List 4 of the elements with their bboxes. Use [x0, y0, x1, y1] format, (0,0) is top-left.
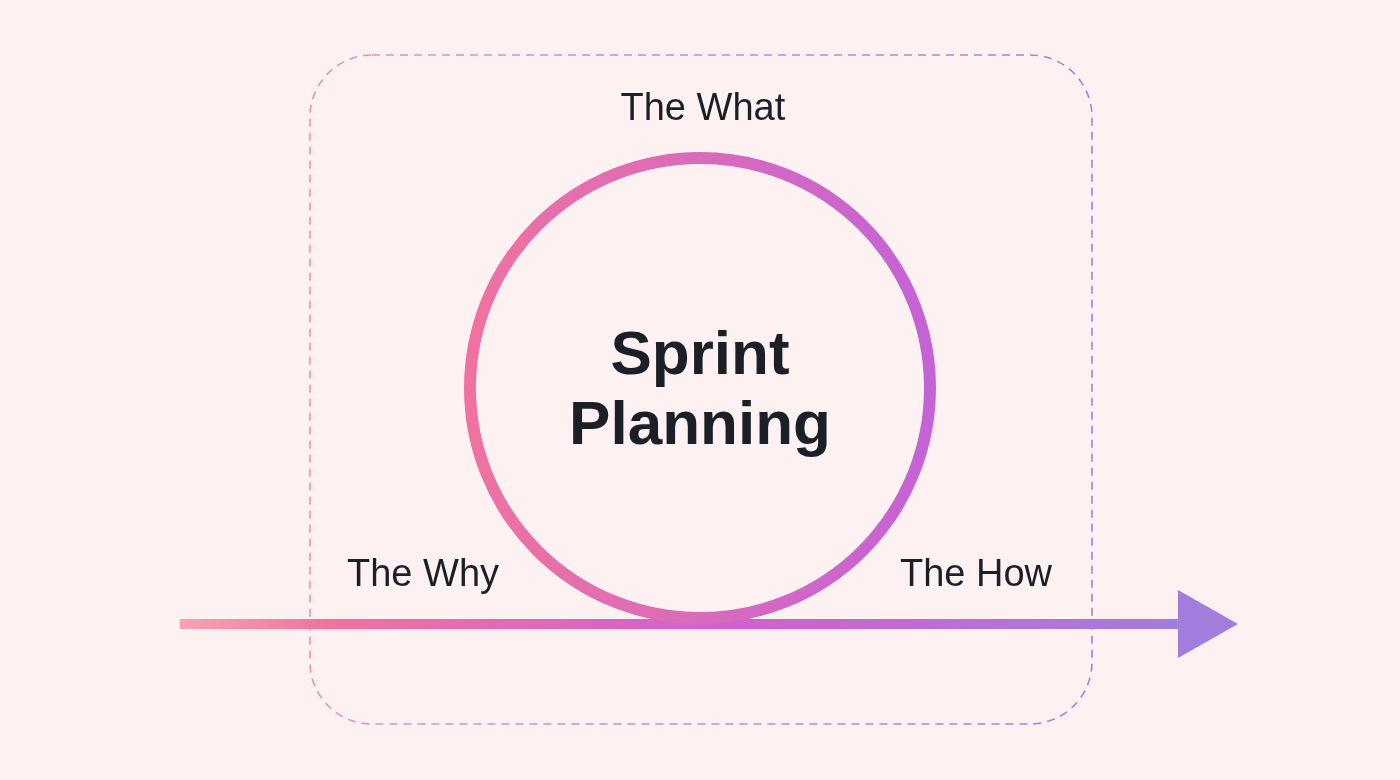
stage-label: The Why: [347, 551, 500, 595]
stage-label: The How: [900, 551, 1053, 595]
node-title: Sprint Planning: [568, 318, 832, 458]
stage-label: The What: [620, 85, 786, 129]
